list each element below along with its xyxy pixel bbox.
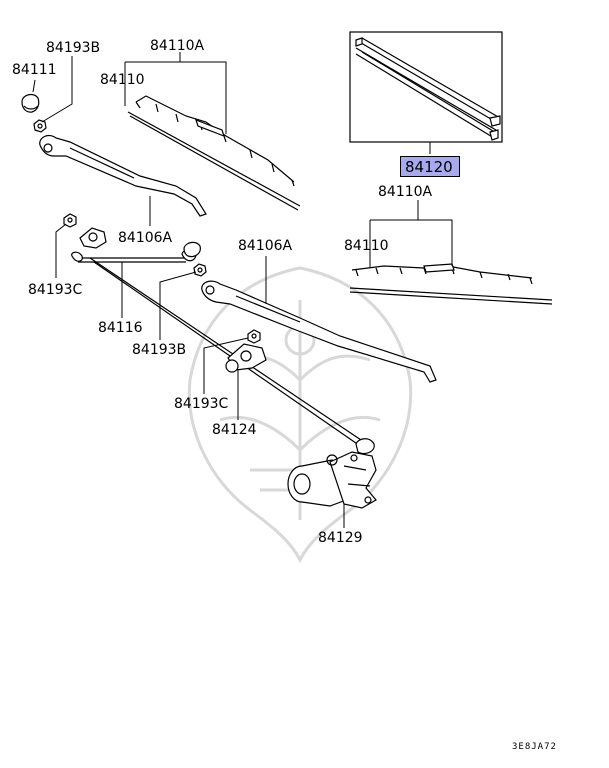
- label-84129: 84129: [318, 530, 363, 546]
- label-84120-highlighted: 84120: [400, 156, 460, 177]
- leader-84193C-left: [55, 223, 67, 278]
- label-84111: 84111: [12, 62, 57, 78]
- leader-84110A-left: [124, 52, 227, 134]
- leader-84193B-mid: [159, 271, 197, 340]
- label-84193B-mid: 84193B: [132, 342, 187, 358]
- label-84110-right: 84110: [344, 238, 389, 254]
- wiper-blade-84110-right: [349, 263, 553, 305]
- label-84110A-right: 84110A: [378, 184, 433, 200]
- pivot-left: [79, 227, 107, 249]
- nut-84193C-mid: [247, 329, 261, 344]
- wiper-arm-84106A-right: [201, 280, 437, 383]
- nut-84193B-mid: [193, 263, 207, 277]
- leader-84193C-mid: [203, 337, 249, 394]
- label-84106A-right: 84106A: [238, 238, 293, 254]
- label-84106A-left: 84106A: [118, 230, 173, 246]
- label-84116: 84116: [98, 320, 143, 336]
- wiper-blade-84110-left: [127, 95, 301, 211]
- label-84110-left: 84110: [100, 72, 145, 88]
- nut-84193C-left: [63, 213, 77, 228]
- cap-rod-end: [183, 241, 201, 258]
- watermark-emblem: [187, 266, 413, 564]
- nut-84193B-top: [33, 119, 47, 133]
- leader-84110A-right: [369, 200, 453, 268]
- wiper-motor-84129: [287, 451, 377, 509]
- refill-84120-box: [349, 31, 503, 143]
- label-84124: 84124: [212, 422, 257, 438]
- rod-end: [355, 438, 375, 455]
- wiper-arm-84106A-left: [39, 134, 207, 217]
- label-84110A-left: 84110A: [150, 38, 205, 54]
- leader-84193B-top: [41, 56, 73, 123]
- leader-84111: [32, 79, 36, 93]
- pivot-right: [225, 343, 267, 373]
- label-84193C-left: 84193C: [28, 282, 83, 298]
- label-84193C-mid: 84193C: [174, 396, 229, 412]
- label-84193B-top: 84193B: [46, 40, 101, 56]
- diagram-code: 3E8JA72: [512, 742, 557, 752]
- cap-84111: [21, 93, 40, 113]
